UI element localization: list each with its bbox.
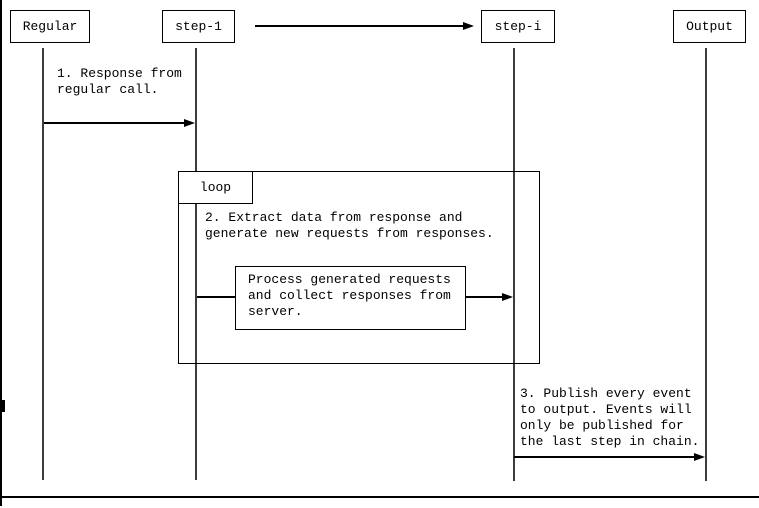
actor-label-regular: Regular	[22, 19, 78, 34]
lifeline-step-1	[195, 48, 197, 480]
lifeline-output	[705, 48, 707, 481]
header-arrow-line	[255, 25, 463, 27]
loop-label-box: loop	[178, 171, 253, 204]
lifeline-regular	[42, 48, 44, 480]
process-box-arrowhead-icon	[502, 293, 513, 301]
actor-label-output: Output	[686, 19, 733, 34]
left-border-notch	[0, 400, 5, 412]
actor-box-step-i: step-i	[481, 10, 555, 43]
message-1-arrowhead-icon	[184, 119, 195, 127]
actor-box-regular: Regular	[10, 10, 90, 43]
process-box-arrow-line	[466, 296, 502, 298]
message-1-text: 1. Response from regular call.	[57, 66, 182, 97]
left-border-line	[0, 0, 2, 506]
message-3-arrow-line	[514, 456, 694, 458]
actor-label-step-1: step-1	[175, 19, 222, 34]
message-3-arrowhead-icon	[694, 453, 705, 461]
loop-label-text: loop	[199, 180, 232, 195]
actor-box-output: Output	[673, 10, 746, 43]
actor-box-step-1: step-1	[162, 10, 235, 43]
lifeline-step-i	[513, 48, 515, 481]
message-3-text: 3. Publish every event to output. Events…	[520, 386, 700, 449]
process-box: Process generated requests and collect r…	[235, 266, 466, 330]
bottom-border-line	[0, 496, 759, 498]
process-box-left-connector	[197, 296, 235, 298]
loop-frame	[178, 171, 540, 364]
header-arrowhead-icon	[463, 22, 474, 30]
message-1-arrow-line	[44, 122, 184, 124]
actor-label-step-i: step-i	[494, 19, 542, 34]
message-2-text: 2. Extract data from response and genera…	[205, 210, 494, 241]
